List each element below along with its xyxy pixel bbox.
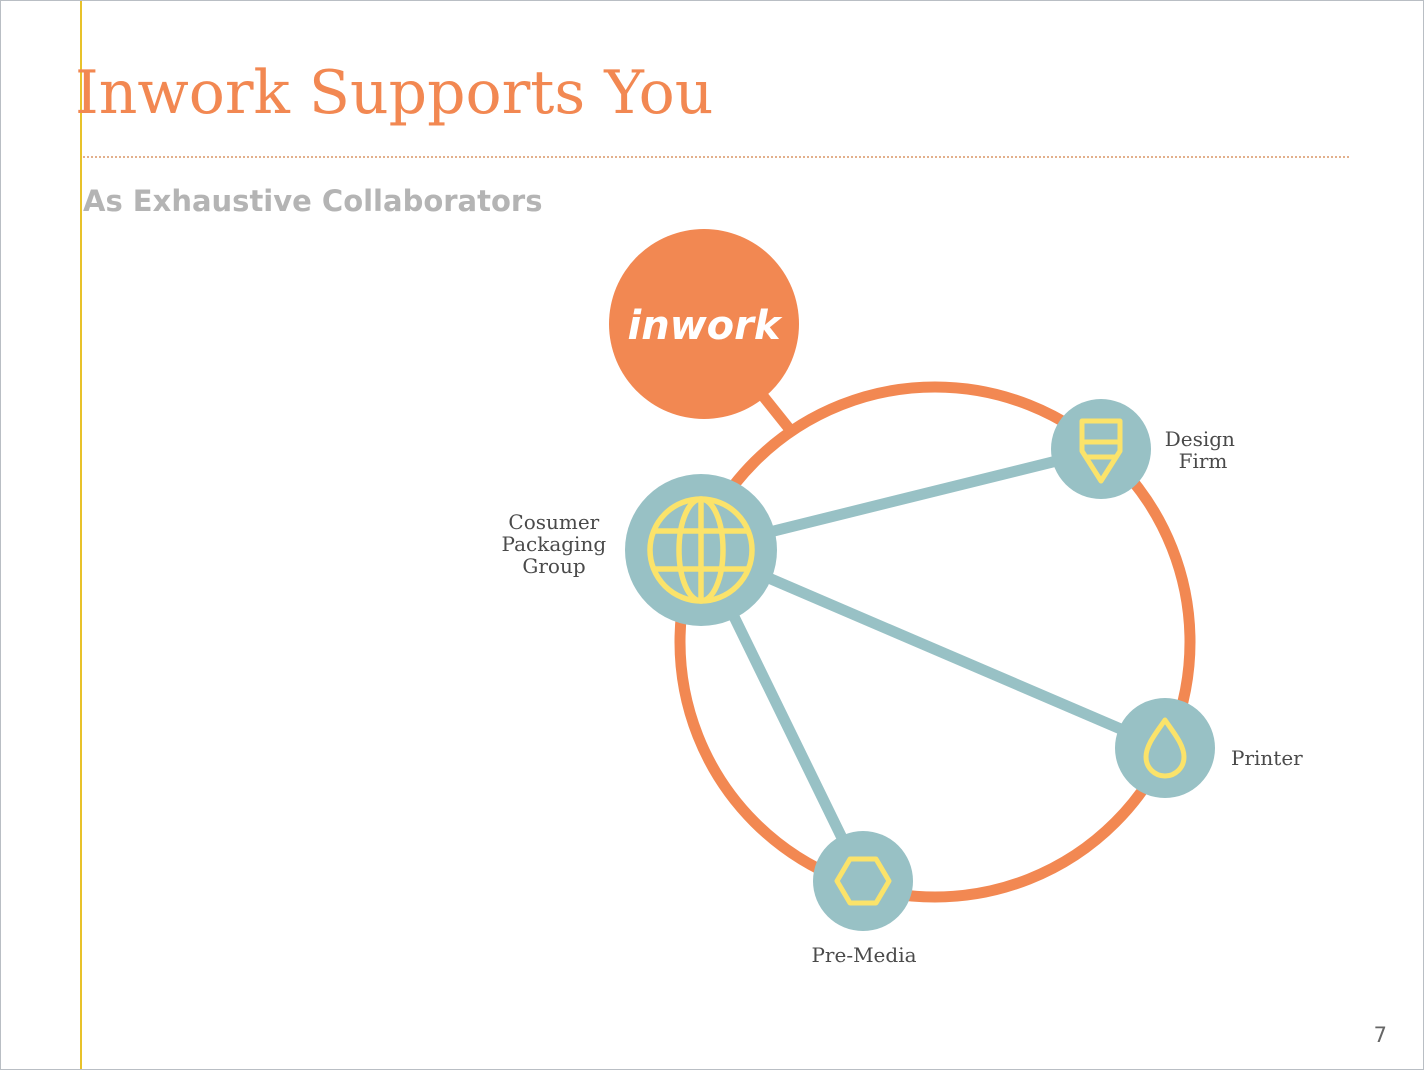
label-line: Group xyxy=(522,554,585,578)
node-pre-media: Pre-Media xyxy=(811,831,917,967)
page-number: 7 xyxy=(1373,1023,1387,1047)
hub-circle xyxy=(609,229,799,419)
node-circle xyxy=(813,831,913,931)
orbit-ring xyxy=(674,381,1196,903)
title-divider xyxy=(83,156,1349,158)
page-title: Inwork Supports You xyxy=(75,58,714,128)
node-circle xyxy=(1051,399,1151,499)
accent-line xyxy=(80,1,82,1069)
inwork-logo: inwork xyxy=(628,303,783,349)
hexagon-icon xyxy=(834,856,892,906)
node-design-firm: Design Firm xyxy=(1051,399,1242,499)
label-line: Firm xyxy=(1179,449,1228,473)
spoke-to-printer xyxy=(698,543,1168,754)
spoke-connectors xyxy=(696,444,1168,884)
hub-connector xyxy=(754,387,796,435)
label-line: Design xyxy=(1165,427,1235,451)
label-line: Packaging xyxy=(502,532,607,556)
page-subtitle: As Exhaustive Collaborators xyxy=(83,184,543,218)
globe-icon xyxy=(647,496,755,604)
label-line: Cosumer xyxy=(508,510,599,534)
node-consumer-packaging-group: Cosumer Packaging Group xyxy=(502,474,777,626)
node-printer: Printer xyxy=(1115,698,1303,798)
node-label: Design Firm xyxy=(1165,427,1242,473)
inwork-hub: inwork xyxy=(609,229,799,419)
pencil-tip-icon xyxy=(1079,418,1123,484)
node-label: Printer xyxy=(1231,746,1303,770)
node-label: Cosumer Packaging Group xyxy=(502,510,613,578)
node-label: Pre-Media xyxy=(811,943,916,967)
ink-drop-icon xyxy=(1143,717,1187,779)
node-circle xyxy=(1115,698,1215,798)
